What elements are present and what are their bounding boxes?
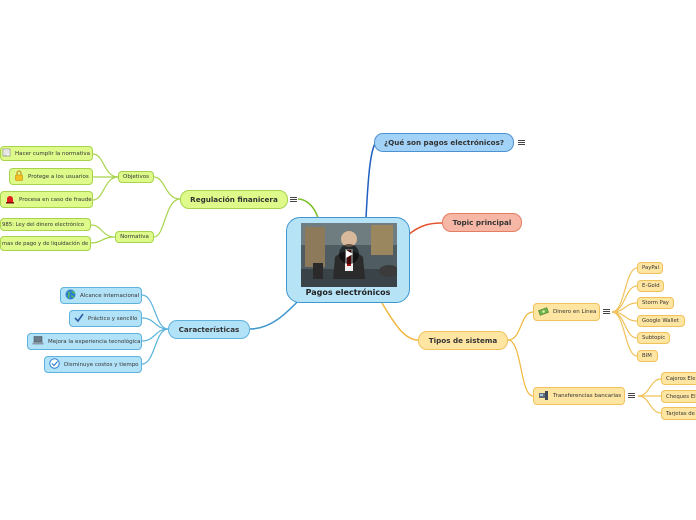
leaf-disminuye-costos[interactable]: Disminuye costos y tiempo — [44, 356, 142, 373]
laptop-icon — [32, 336, 44, 347]
leaf-subtopic[interactable]: Subtopic — [637, 332, 670, 344]
notes-icon[interactable] — [290, 196, 297, 203]
leaf-paypal[interactable]: PayPal — [637, 262, 663, 274]
leaf-ley-dinero[interactable]: 985: Ley del dinero electrónico — [0, 218, 91, 231]
leaf-egold[interactable]: E-Gold — [637, 280, 664, 292]
leaf-tarjetas[interactable]: Tarjetas de — [661, 407, 696, 420]
leaf-alcance[interactable]: Alcance internacional — [60, 287, 142, 304]
topic-que-son[interactable]: ¿Qué son pagos electrónicos? — [374, 133, 514, 152]
notes-icon[interactable] — [518, 139, 525, 146]
check-circle-icon — [49, 358, 60, 371]
leaf-mejora-experiencia[interactable]: Mejora la experiencia tecnológica — [27, 333, 142, 350]
play-button-icon[interactable] — [339, 244, 359, 264]
topic-tipos[interactable]: Tipos de sistema — [418, 331, 508, 350]
central-topic[interactable]: Pagos electrónicos — [286, 217, 410, 303]
leaf-practico[interactable]: Práctico y sencillo — [69, 310, 142, 327]
leaf-protege-usuarios[interactable]: Protege a los usuarios — [9, 168, 93, 185]
checkmark-icon — [74, 313, 84, 325]
topic-principal[interactable]: Topic principal — [442, 213, 522, 232]
notes-icon[interactable] — [628, 392, 635, 399]
topic-regulacion[interactable]: Regulación finanicera — [180, 190, 288, 209]
subtopic-objetivos[interactable]: Objetivos — [118, 171, 154, 183]
money-icon — [538, 306, 549, 318]
leaf-bim[interactable]: BIM — [637, 350, 658, 362]
subtopic-normativa[interactable]: Normativa — [115, 231, 154, 243]
lock-icon — [14, 170, 24, 183]
leaf-procesa-fraude[interactable]: Procesa en caso de fraude — [0, 191, 93, 208]
leaf-cajeros[interactable]: Cajeros Ele — [661, 372, 696, 385]
topic-label: Topic principal — [452, 218, 512, 227]
leaf-hacer-cumplir[interactable]: Hacer cumplir la normativa — [0, 146, 93, 161]
topic-label: Características — [178, 325, 240, 334]
leaf-cheques[interactable]: Cheques El — [661, 390, 696, 403]
leaf-google-wallet[interactable]: Google Wallet — [637, 315, 685, 327]
central-topic-label: Pagos electrónicos — [305, 288, 391, 297]
topic-label: Tipos de sistema — [428, 336, 498, 345]
notes-icon[interactable] — [603, 308, 610, 315]
video-thumbnail[interactable] — [301, 223, 397, 287]
topic-caracteristicas[interactable]: Características — [168, 320, 250, 339]
subtopic-dinero-linea[interactable]: Dinero en Línea — [533, 303, 600, 321]
leaf-stormpay[interactable]: Storm Pay — [637, 297, 674, 309]
leaf-sistemas-pago[interactable]: mas de pago y de liquidación de — [0, 236, 91, 251]
document-icon — [2, 148, 11, 159]
phone-icon — [538, 390, 549, 403]
globe-icon — [65, 289, 76, 302]
subtopic-transferencias[interactable]: Transferencias bancarias — [533, 387, 625, 405]
alarm-icon — [5, 194, 15, 206]
topic-label: Regulación finanicera — [190, 195, 278, 204]
topic-label: ¿Qué son pagos electrónicos? — [383, 138, 505, 147]
